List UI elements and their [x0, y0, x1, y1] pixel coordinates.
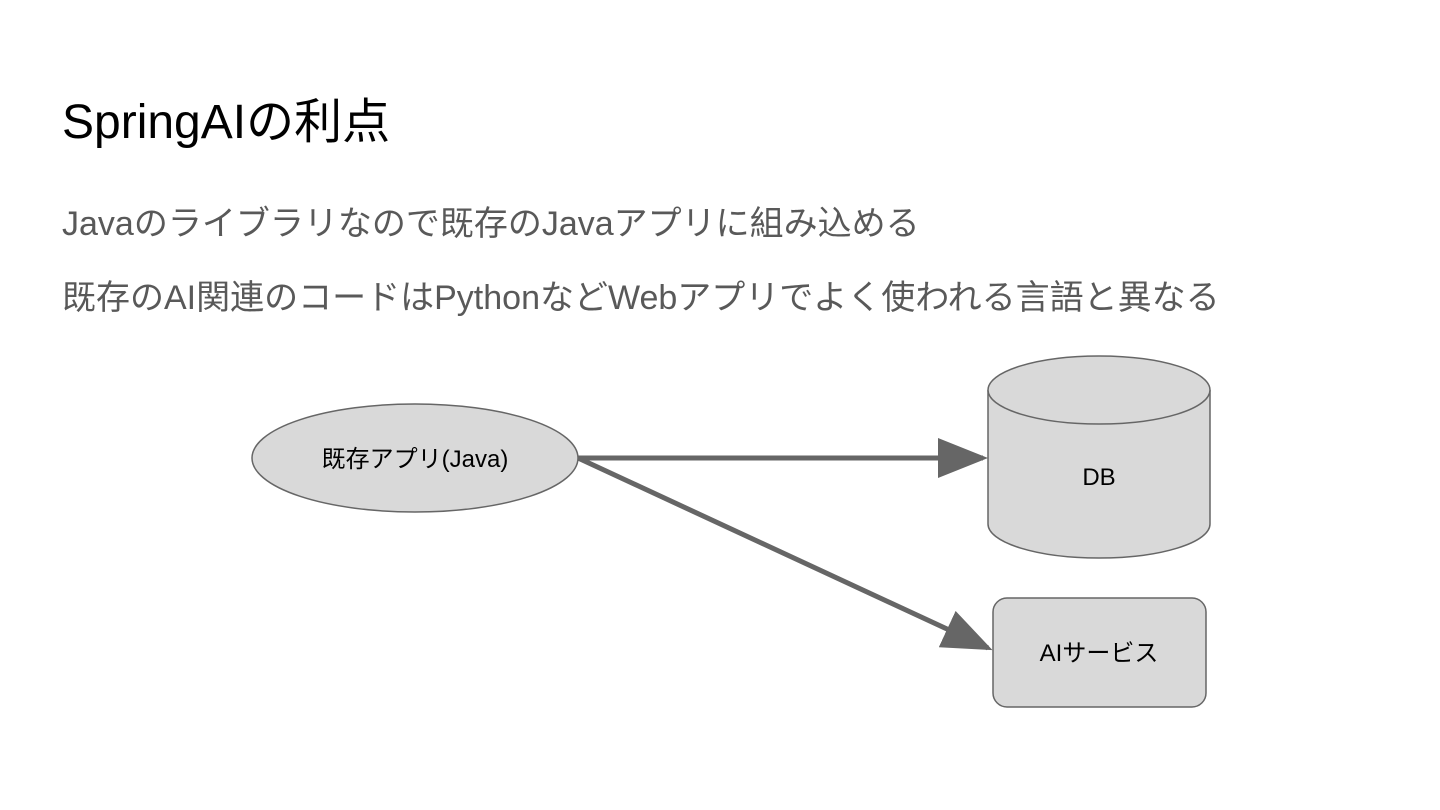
node-ai-service: AIサービス: [992, 597, 1207, 708]
node-db-top: [987, 355, 1211, 425]
node-existing-app: 既存アプリ(Java): [251, 403, 579, 513]
slide-title: SpringAIの利点: [62, 96, 391, 149]
node-db-label: DB: [1082, 464, 1115, 491]
node-ai-service-label: AIサービス: [1040, 640, 1159, 667]
edge-app-to-ai-service: [576, 455, 993, 651]
node-db-body: [987, 390, 1211, 559]
node-db: DB: [987, 355, 1211, 559]
node-ai-service-shape: [992, 597, 1207, 708]
bullet-java-library: Javaのライブラリなので既存のJavaアプリに組み込める: [62, 205, 920, 243]
node-existing-app-label: 既存アプリ(Java): [322, 446, 509, 473]
node-existing-app-shape: [251, 403, 579, 513]
bullet-python-difference: 既存のAI関連のコードはPythonなどWebアプリでよく使われる言語と異なる: [62, 279, 1220, 317]
